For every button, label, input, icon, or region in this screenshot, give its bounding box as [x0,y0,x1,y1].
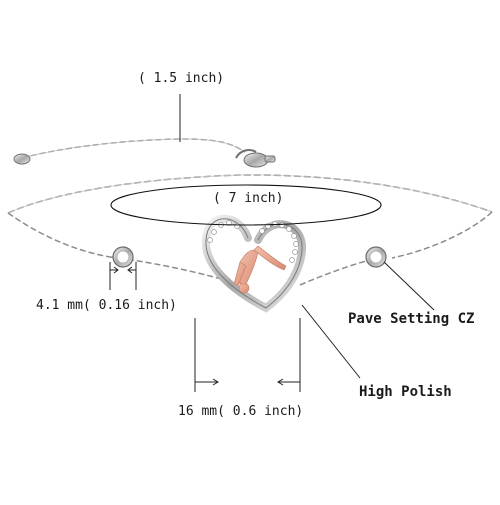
lobster-clasp [235,149,276,168]
right-bezel-stone [365,246,387,268]
extension-chain [21,138,246,159]
pendant-width-label: 16 mm( 0.6 inch) [178,404,304,419]
chain-length-label: ( 7 inch) [213,191,284,206]
extension-end-tab [13,153,31,165]
pendant-callout-line [301,304,361,379]
gymnast-figure [233,245,287,294]
stone-callout-label: Pave Setting CZ [348,311,475,327]
stone-callout-line [383,261,435,311]
chain-length-indicator [110,184,382,226]
pendant-width-dimension [194,318,301,392]
stone-size-dimension [109,262,137,290]
extension-length-label: ( 1.5 inch) [138,71,225,86]
heart-pendant [201,214,306,313]
left-bezel-stone [112,246,134,268]
stone-size-label: 4.1 mm( 0.16 inch) [36,298,177,313]
pendant-callout-label: High Polish [359,384,452,400]
